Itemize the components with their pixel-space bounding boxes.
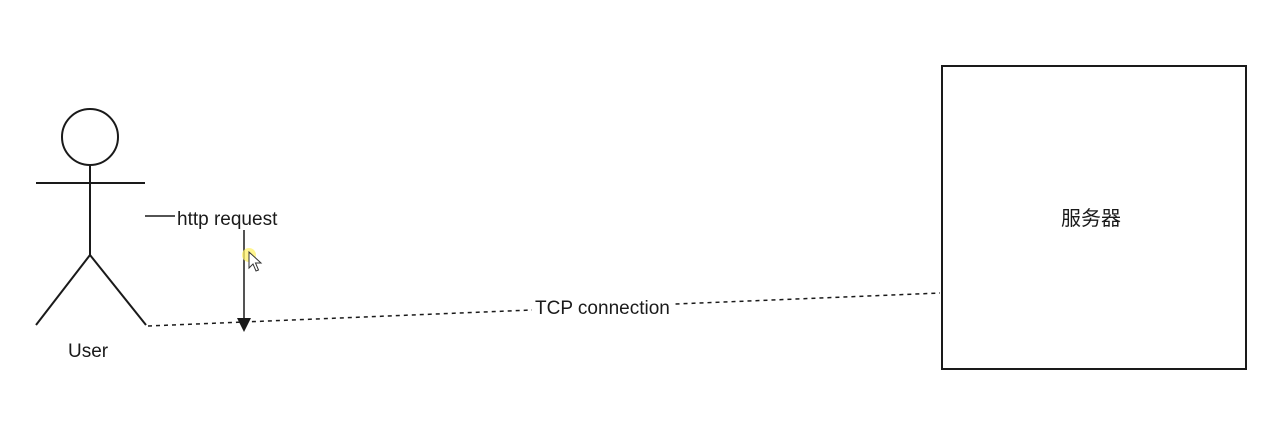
server-label: 服务器 [1061, 206, 1121, 230]
arrow-head-icon [237, 318, 251, 332]
server-box[interactable] [941, 65, 1247, 370]
http-request-label: http request [175, 209, 280, 230]
request-arrow[interactable] [237, 230, 251, 332]
user-label: User [68, 341, 109, 362]
actor-left-leg [35, 254, 91, 326]
user-actor[interactable] [35, 108, 147, 326]
actor-head [61, 108, 119, 166]
mouse-pointer-icon [248, 250, 263, 272]
tcp-connection-label: TCP connection [532, 299, 673, 318]
actor-right-leg [89, 254, 147, 326]
